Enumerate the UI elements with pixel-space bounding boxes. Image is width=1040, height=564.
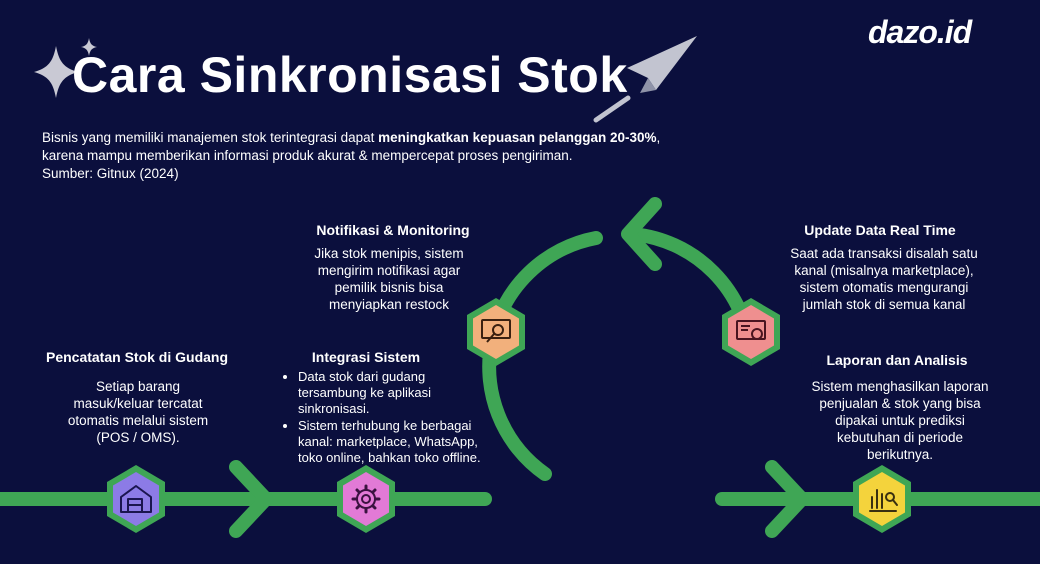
page-title: Cara Sinkronisasi Stok [72, 47, 628, 103]
warehouse-icon [120, 485, 152, 513]
step-title-integrasi: Integrasi Sistem [311, 349, 421, 365]
step-title-notifikasi: Notifikasi & Monitoring [316, 222, 470, 238]
intro-text: Bisnis yang memiliki manajemen stok teri… [42, 129, 682, 183]
step-desc-pencatatan: Setiap barang masuk/keluar tercatat otom… [67, 379, 209, 445]
arrow-left-icon [621, 197, 662, 271]
step-title-laporan: Laporan dan Analisis [826, 352, 968, 368]
hex-node-laporan [853, 465, 911, 533]
flow-line [0, 197, 1040, 538]
intro-part2: , karena mampu memberikan informasi prod… [42, 130, 661, 163]
step-desc-laporan: Sistem menghasilkan laporan penjualan & … [811, 379, 989, 462]
step-desc-update: Saat ada transaksi disalah satu kanal (m… [790, 246, 978, 312]
list-item: Data stok dari gudang tersambung ke apli… [298, 369, 484, 417]
sync-icon [736, 320, 766, 340]
paper-plane-icon [593, 36, 697, 123]
intro-source: Sumber: Gitnux (2024) [42, 166, 179, 181]
hex-node-notifikasi [467, 298, 525, 366]
hex-node-integrasi [337, 465, 395, 533]
step-list-integrasi: Data stok dari gudang tersambung ke apli… [284, 369, 484, 467]
intro-part1: Bisnis yang memiliki manajemen stok teri… [42, 130, 379, 145]
hex-node-pencatatan [107, 465, 165, 533]
step-title-update: Update Data Real Time [804, 222, 956, 238]
intro-highlight: meningkatkan kepuasan pelanggan 20-30% [378, 130, 657, 145]
step-desc-notifikasi: Jika stok menipis, sistem mengirim notif… [314, 246, 464, 312]
monitoring-icon [481, 319, 511, 343]
step-title-pencatatan: Pencatatan Stok di Gudang [45, 349, 229, 365]
list-item: Sistem terhubung ke berbagai kanal: mark… [298, 418, 484, 466]
gear-icon [351, 484, 381, 514]
brand-logo: dazo.id [868, 14, 972, 50]
arrow-right-icon [765, 460, 809, 538]
hex-node-update [722, 298, 780, 366]
sparkle-icon [34, 38, 97, 98]
chart-analysis-icon [869, 489, 898, 512]
arrow-right-icon [229, 460, 273, 538]
